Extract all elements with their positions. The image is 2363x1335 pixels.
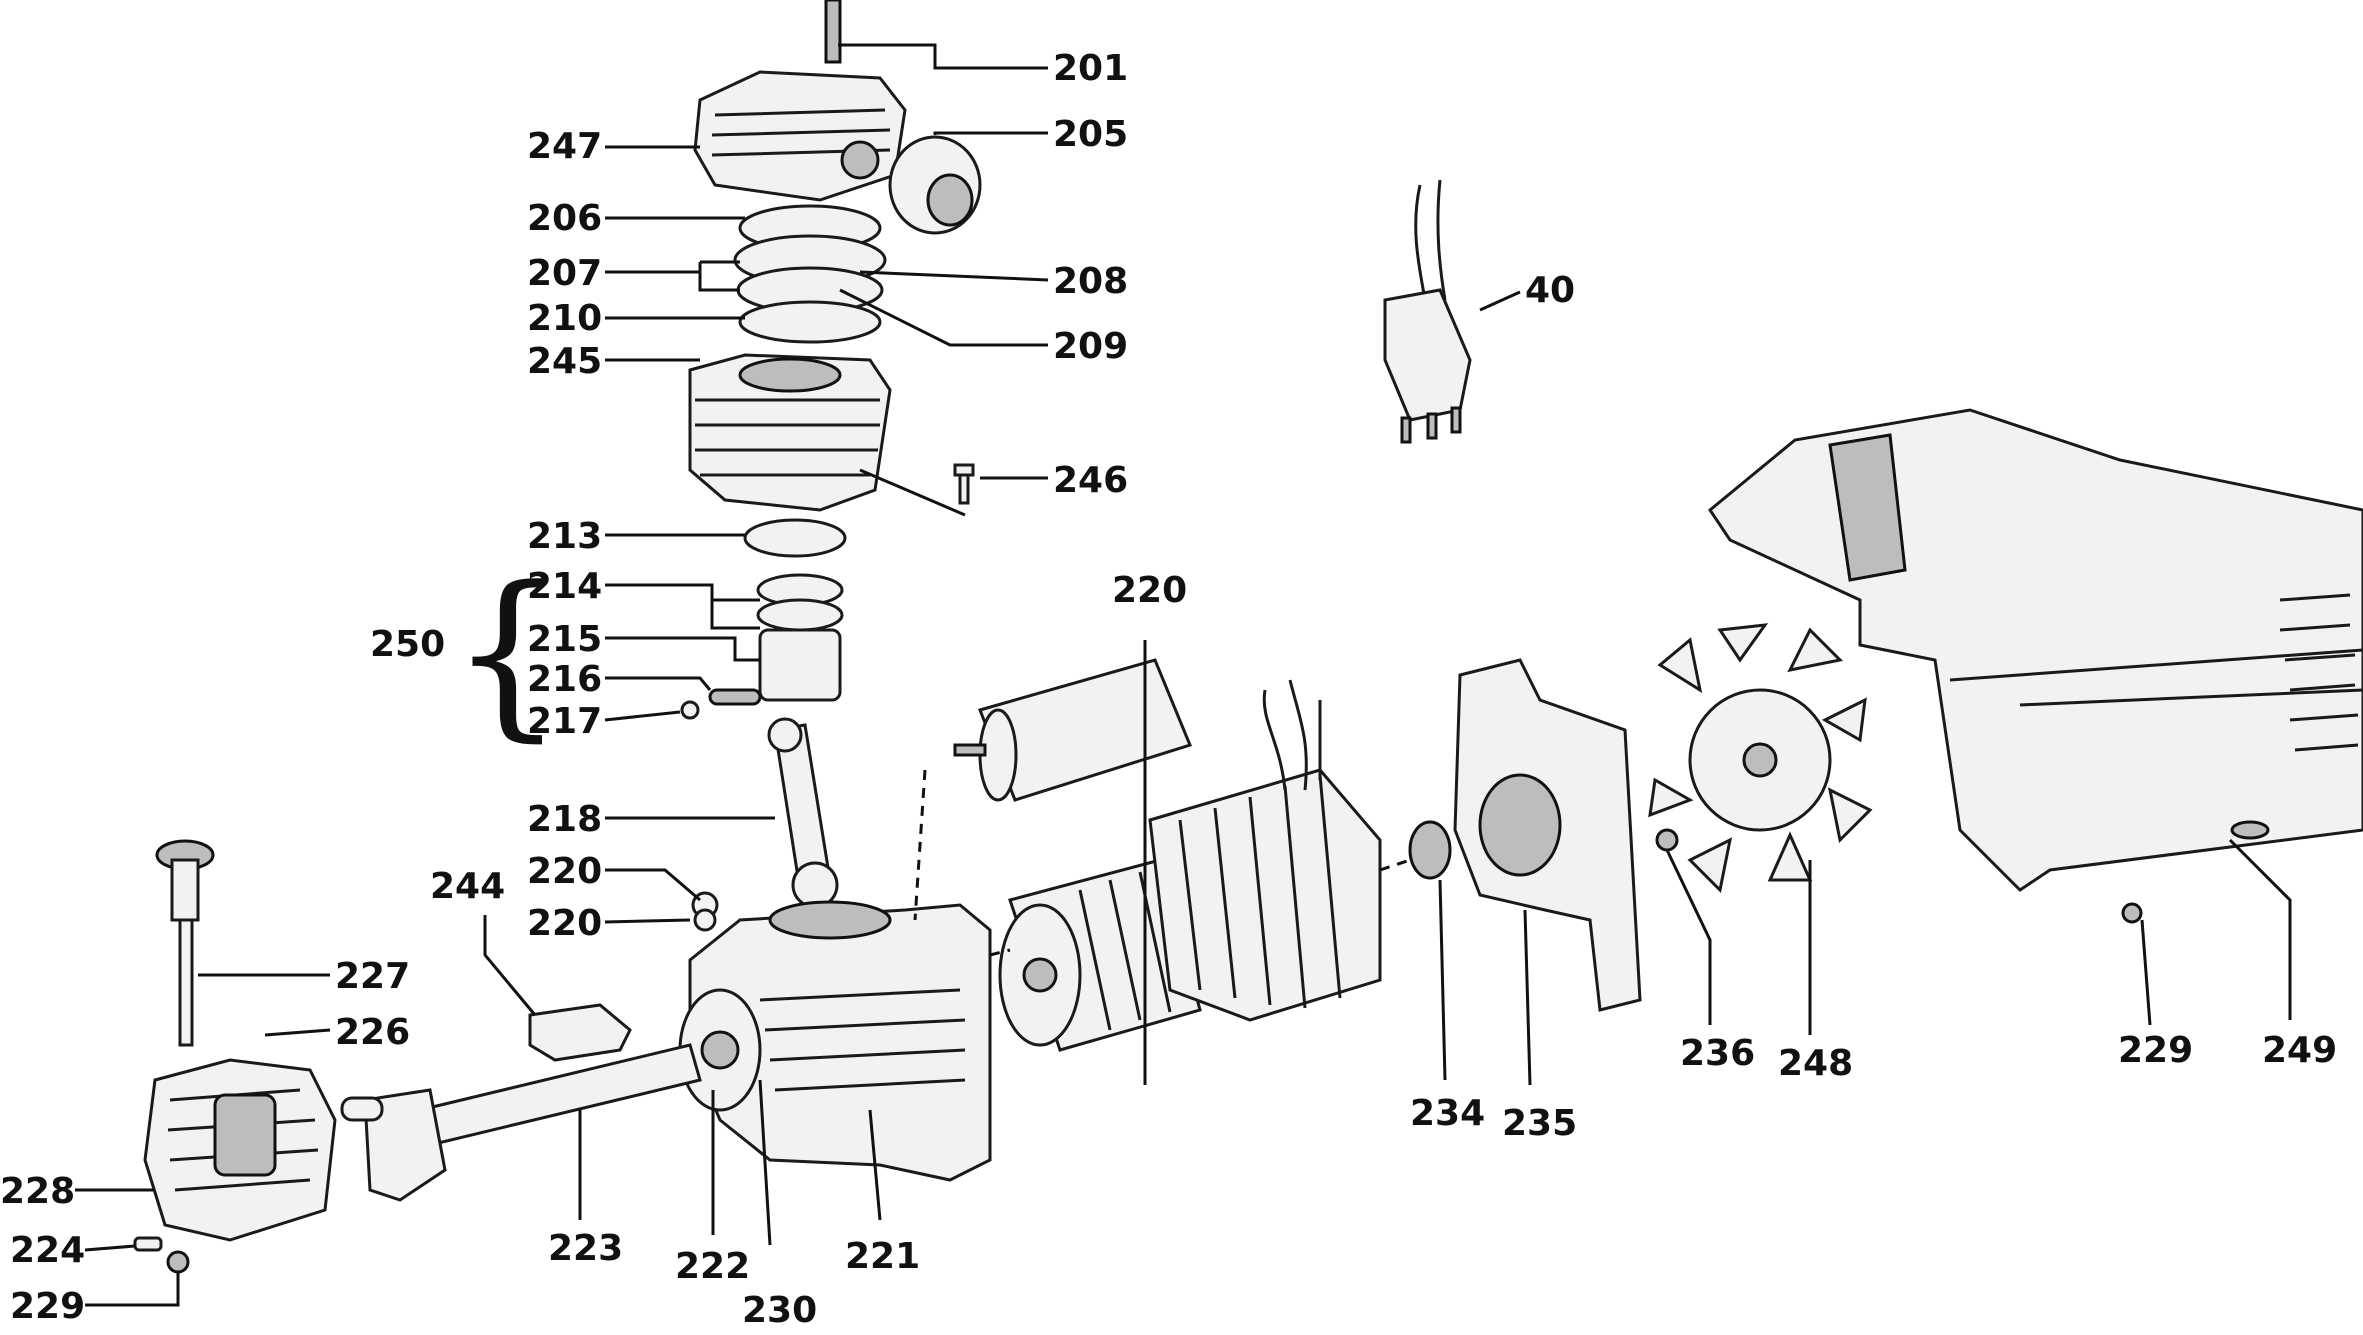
callout-206: 206 xyxy=(527,198,602,239)
callout-213: 213 xyxy=(527,516,602,557)
callout-217: 217 xyxy=(527,701,602,742)
callout-247: 247 xyxy=(527,126,602,167)
callout-229-right: 229 xyxy=(2118,1030,2193,1071)
callout-220-capacitor: 220 xyxy=(1112,570,1187,611)
callout-208: 208 xyxy=(1053,261,1128,302)
callout-230: 230 xyxy=(742,1290,817,1331)
callout-220-upper: 220 xyxy=(527,851,602,892)
callout-221: 221 xyxy=(845,1236,920,1277)
valve-plate-stack xyxy=(733,204,887,344)
bracket-244 xyxy=(528,1003,632,1062)
callout-40: 40 xyxy=(1525,270,1575,311)
motor-rotor xyxy=(998,858,1202,1052)
screw-229-right xyxy=(2121,902,2143,924)
connecting-rod-218 xyxy=(767,717,839,909)
leader-lines xyxy=(75,43,2292,1307)
bearing-234 xyxy=(1408,820,1452,880)
crankshaft-223 xyxy=(340,1043,702,1202)
callout-250: 250 xyxy=(370,624,445,665)
valve-cap-205 xyxy=(888,135,982,235)
brace-250: { xyxy=(450,549,565,758)
callout-201: 201 xyxy=(1053,48,1128,89)
clip-220-lower xyxy=(693,908,717,932)
pulley-cover-226 xyxy=(143,1058,337,1242)
assembly-line-capacitor xyxy=(913,769,927,921)
callout-205: 205 xyxy=(1053,114,1128,155)
callout-216: 216 xyxy=(527,659,602,700)
callout-223: 223 xyxy=(548,1228,623,1269)
callout-246: 246 xyxy=(1053,460,1128,501)
callout-222: 222 xyxy=(675,1246,750,1287)
screw-246 xyxy=(953,463,975,505)
callout-245: 245 xyxy=(527,341,602,382)
callout-226: 226 xyxy=(335,1012,410,1053)
knob-bolt-227 xyxy=(155,839,215,1047)
callout-227: 227 xyxy=(335,956,410,997)
callout-214: 214 xyxy=(527,566,602,607)
motor-stator xyxy=(1148,679,1382,1022)
gasket-213 xyxy=(743,518,847,558)
assembly-line-endbell xyxy=(1379,858,1411,872)
callout-236: 236 xyxy=(1680,1033,1755,1074)
callout-248: 248 xyxy=(1778,1043,1853,1084)
callout-218: 218 xyxy=(527,799,602,840)
callout-234: 234 xyxy=(1410,1093,1485,1134)
callout-244: 244 xyxy=(430,866,505,907)
callout-labels: 201 247 205 206 207 208 210 209 245 246 … xyxy=(0,48,2337,1331)
capacitor-220 xyxy=(953,658,1193,802)
screw-229-left xyxy=(166,1250,190,1274)
cylinder-245 xyxy=(688,353,892,512)
nut-236 xyxy=(1655,828,1679,852)
callout-210: 210 xyxy=(527,298,602,339)
fan-248 xyxy=(1648,623,1873,894)
callout-224: 224 xyxy=(10,1230,85,1271)
shroud-249 xyxy=(1707,408,2363,892)
callout-220-lower: 220 xyxy=(527,903,602,944)
head-bolt-201 xyxy=(824,0,842,64)
callout-209: 209 xyxy=(1053,326,1128,367)
piston-assembly-250 xyxy=(680,573,844,720)
callout-249: 249 xyxy=(2262,1030,2337,1071)
screw-224 xyxy=(133,1236,163,1252)
power-plug-40 xyxy=(1383,179,1472,444)
callout-229-left: 229 xyxy=(10,1286,85,1327)
end-bell-235 xyxy=(1453,658,1642,1012)
callout-215: 215 xyxy=(527,619,602,660)
pump-head-assembly xyxy=(680,0,982,932)
callout-228: 228 xyxy=(0,1171,75,1212)
crankcase-221 xyxy=(678,900,992,1182)
cylinder-head-247 xyxy=(693,70,907,202)
assembly-line-motor xyxy=(989,948,1011,957)
callout-235: 235 xyxy=(1502,1103,1577,1144)
callout-207: 207 xyxy=(527,253,602,294)
